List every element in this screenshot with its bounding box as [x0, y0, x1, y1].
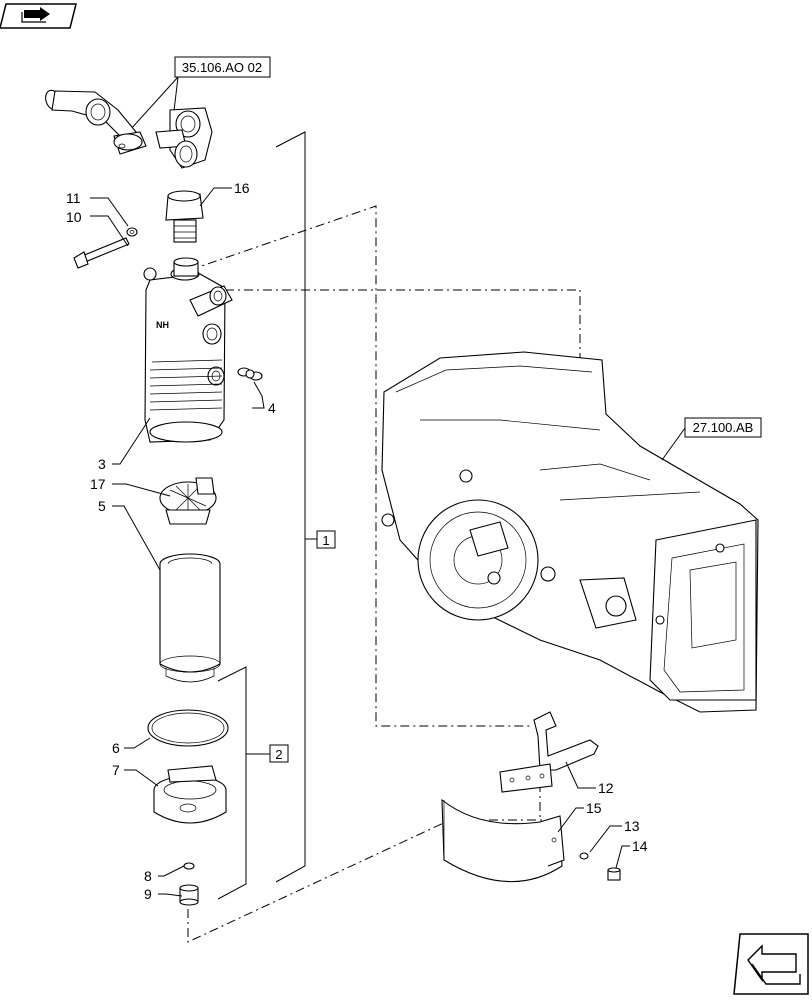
valve-part-17[interactable]: [159, 477, 217, 525]
transmission-housing[interactable]: [381, 351, 759, 713]
reference-27100-label: 27.100.AB: [693, 420, 754, 435]
callout-12: 12: [598, 780, 614, 796]
callout-6: 6: [112, 740, 120, 756]
bolt-part-10[interactable]: [73, 237, 130, 269]
book-arrow-icon[interactable]: [0, 3, 77, 29]
filter-element-part-5[interactable]: [159, 553, 221, 683]
group-2-label: 2: [275, 747, 282, 762]
callout-17: 17: [90, 476, 106, 492]
bowl-part-7[interactable]: [153, 765, 227, 824]
callout-10: 10: [66, 209, 82, 225]
callout-16: 16: [234, 180, 250, 196]
callout-4: 4: [268, 400, 276, 416]
washer-part-11[interactable]: [126, 227, 138, 237]
oring-part-6[interactable]: [147, 709, 229, 747]
elbow-fittings: [45, 89, 213, 169]
callout-7: 7: [112, 762, 120, 778]
callout-14: 14: [632, 838, 648, 854]
callout-3: 3: [98, 456, 106, 472]
washer-part-13[interactable]: [579, 852, 589, 860]
svg-text:NH: NH: [156, 320, 169, 330]
screw-part-14[interactable]: [607, 867, 621, 881]
callout-11: 11: [66, 190, 81, 206]
callout-8: 8: [144, 868, 152, 884]
plug-part-16[interactable]: [165, 190, 204, 243]
reference-35106-box[interactable]: 35.106.AO 02: [174, 56, 271, 78]
shield-part-15[interactable]: [441, 798, 565, 883]
filter-housing-part-3[interactable]: NH: [143, 257, 233, 443]
group-1-label: 1: [322, 533, 329, 548]
callout-9: 9: [144, 886, 152, 902]
callout-15: 15: [586, 800, 602, 816]
callout-13: 13: [624, 818, 640, 834]
wing-nut-part-4[interactable]: [237, 367, 263, 381]
reference-35106-label: 35.106.AO 02: [182, 60, 262, 75]
callout-5: 5: [98, 498, 106, 514]
next-page-arrow-icon[interactable]: [733, 933, 809, 995]
drain-plug-part-9[interactable]: [179, 884, 199, 906]
seal-part-8[interactable]: [183, 862, 195, 870]
bracket-part-12[interactable]: [499, 711, 599, 793]
reference-27100-box[interactable]: 27.100.AB: [684, 417, 762, 438]
